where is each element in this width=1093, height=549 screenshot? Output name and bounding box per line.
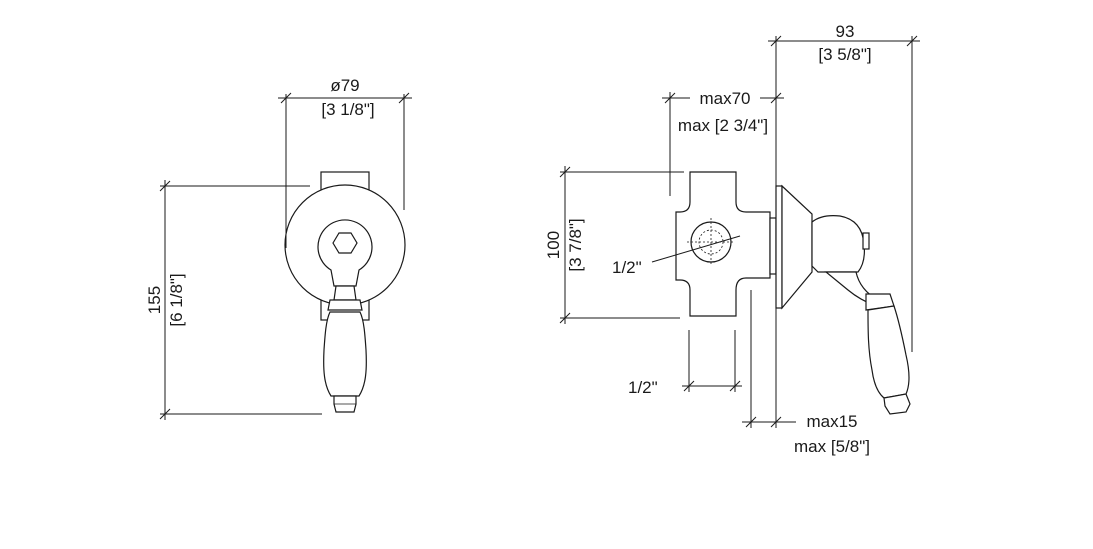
side-dim-body-tick-left	[664, 92, 676, 104]
side-wall-plate	[775, 185, 783, 309]
side-view: 93 [3 5/8"] max70 max [2 3/4"] 100 [3 7/…	[544, 22, 920, 456]
front-height-in-label: [6 1/8"]	[167, 273, 186, 326]
side-body-max-mm-label: max70	[699, 89, 750, 108]
side-depth-in-label: [3 5/8"]	[818, 45, 871, 64]
front-dim-height-tick-bottom	[159, 408, 171, 420]
side-wall-max-in-label: max [5/8"]	[794, 437, 870, 456]
side-dim-wall-tick-left	[745, 416, 757, 428]
side-dim-depth-tick-right	[906, 35, 918, 47]
front-view: ø79 [3 1/8"] 155 [6 1/8"]	[145, 76, 412, 420]
side-valve-stem	[769, 217, 777, 275]
side-connection-label: 1/2"	[612, 258, 642, 277]
side-handle-tip	[883, 393, 911, 415]
side-depth-mm-label: 93	[836, 22, 855, 41]
side-height-in-label: [3 7/8"]	[566, 218, 585, 271]
front-handle-body	[323, 311, 367, 397]
side-wall-max-mm-label: max15	[806, 412, 857, 431]
side-dim-body-tick-right	[770, 92, 782, 104]
side-connection-leader	[651, 235, 741, 263]
front-dim-height-tick-top	[159, 180, 171, 192]
side-bottom-connection-label: 1/2"	[628, 378, 658, 397]
front-height-mm-label: 155	[145, 286, 164, 314]
side-dim-bottom-tick-left	[683, 380, 695, 392]
front-diameter-in-label: [3 1/8"]	[321, 100, 374, 119]
side-dim-height-tick-bottom	[559, 312, 571, 324]
side-handle-body	[867, 305, 910, 399]
side-handle-cap	[862, 232, 870, 250]
side-dim-depth-tick-left	[770, 35, 782, 47]
front-handle-collar	[327, 299, 363, 311]
front-diameter-mm-label: ø79	[330, 76, 359, 95]
side-dim-height-tick-top	[559, 166, 571, 178]
side-handle-hub	[811, 215, 865, 273]
front-hex-nut	[332, 232, 358, 254]
front-dim-diameter-tick-right	[398, 92, 410, 104]
side-height-mm-label: 100	[544, 231, 563, 259]
front-dim-diameter-tick-left	[280, 92, 292, 104]
front-handle-neck	[333, 285, 357, 301]
side-body-max-in-label: max [2 3/4"]	[678, 116, 768, 135]
side-dim-bottom-tick-right	[729, 380, 741, 392]
side-dim-wall-tick-right	[770, 416, 782, 428]
side-rosette-profile	[781, 184, 813, 310]
